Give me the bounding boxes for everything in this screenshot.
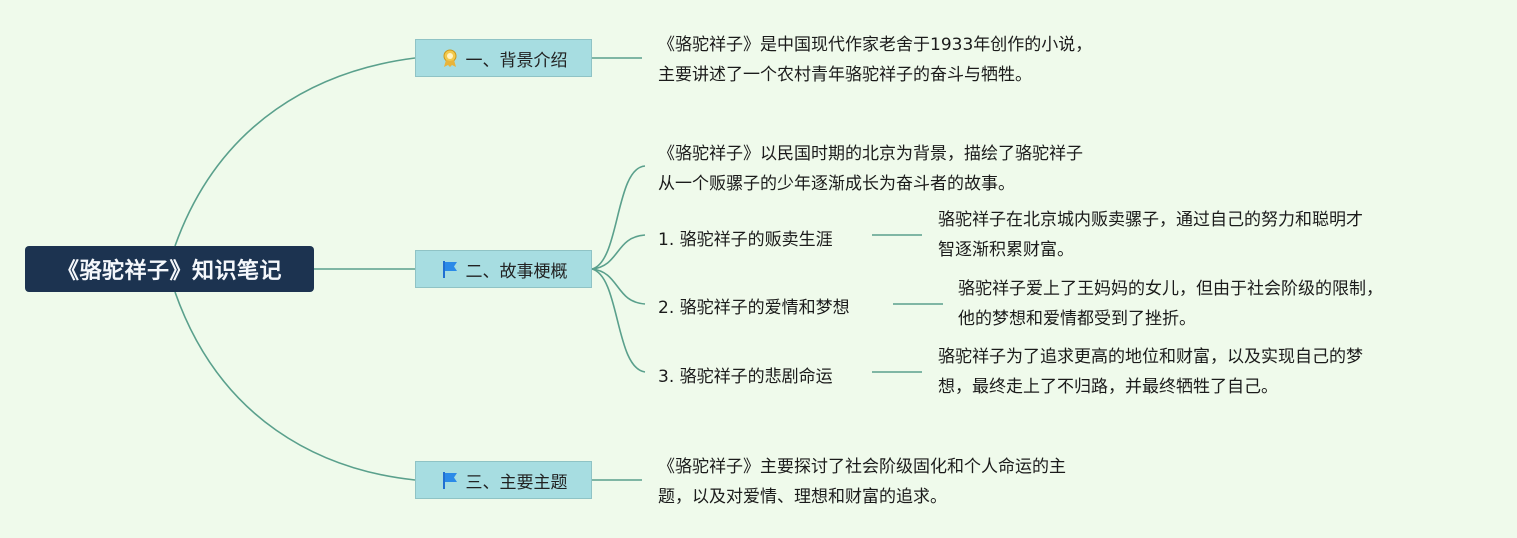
branch-label: 二、故事梗概 xyxy=(465,261,568,282)
subtopic-note: 骆驼祥子为了追求更高的地位和财富，以及实现自己的梦 想，最终走上了不归路，并最终… xyxy=(938,342,1363,402)
root-topic-label: 《骆驼祥子》知识笔记 xyxy=(56,259,282,284)
branch-main-themes[interactable]: 三、主要主题 xyxy=(415,461,592,499)
link-root-branch-1 xyxy=(174,57,416,247)
note-line: 《骆驼祥子》以民国时期的北京为背景，描绘了骆驼祥子 xyxy=(658,144,1083,164)
branch-label: 一、背景介绍 xyxy=(465,50,568,71)
note-line: 想，最终走上了不归路，并最终牺牲了自己。 xyxy=(938,377,1278,397)
link-root-branch-3 xyxy=(174,291,416,481)
note-line: 从一个贩骡子的少年逐渐成长为奋斗者的故事。 xyxy=(658,174,1015,194)
note-line: 《骆驼祥子》主要探讨了社会阶级固化和个人命运的主 xyxy=(658,457,1066,477)
subtopic-label: 2. 骆驼祥子的爱情和梦想 xyxy=(658,298,850,318)
subtopic-label: 3. 骆驼祥子的悲剧命运 xyxy=(658,367,833,387)
note-line: 他的梦想和爱情都受到了挫折。 xyxy=(958,309,1196,329)
subtopic[interactable]: 1. 骆驼祥子的贩卖生涯 xyxy=(658,225,833,250)
flag-icon xyxy=(440,259,460,279)
note-line: 《骆驼祥子》是中国现代作家老舍于1933年创作的小说， xyxy=(658,35,1093,55)
subtopic-note: 骆驼祥子在北京城内贩卖骡子，通过自己的努力和聪明才 智逐渐积累财富。 xyxy=(938,205,1363,265)
note-line: 骆驼祥子在北京城内贩卖骡子，通过自己的努力和聪明才 xyxy=(938,210,1363,230)
subtopic-note: 骆驼祥子爱上了王妈妈的女儿，但由于社会阶级的限制， 他的梦想和爱情都受到了挫折。 xyxy=(958,274,1383,334)
link-branch-2-sub-1 xyxy=(591,234,646,270)
note-line: 骆驼祥子爱上了王妈妈的女儿，但由于社会阶级的限制， xyxy=(958,279,1383,299)
branch-note: 《骆驼祥子》以民国时期的北京为背景，描绘了骆驼祥子 从一个贩骡子的少年逐渐成长为… xyxy=(658,139,1083,199)
branch-story-summary[interactable]: 二、故事梗概 xyxy=(415,250,592,288)
subtopic[interactable]: 3. 骆驼祥子的悲剧命运 xyxy=(658,362,833,387)
root-topic[interactable]: 《骆驼祥子》知识笔记 xyxy=(25,246,314,292)
subtopic-label: 1. 骆驼祥子的贩卖生涯 xyxy=(658,230,833,250)
subtopic[interactable]: 2. 骆驼祥子的爱情和梦想 xyxy=(658,293,850,318)
note-line: 骆驼祥子为了追求更高的地位和财富，以及实现自己的梦 xyxy=(938,347,1363,367)
branch-note: 《骆驼祥子》是中国现代作家老舍于1933年创作的小说， 主要讲述了一个农村青年骆… xyxy=(658,30,1092,90)
branch-background[interactable]: 一、背景介绍 xyxy=(415,39,592,77)
award-ribbon-icon xyxy=(440,48,460,68)
note-line: 题，以及对爱情、理想和财富的追求。 xyxy=(658,487,947,507)
branch-note: 《骆驼祥子》主要探讨了社会阶级固化和个人命运的主 题，以及对爱情、理想和财富的追… xyxy=(658,452,1066,512)
note-line: 主要讲述了一个农村青年骆驼祥子的奋斗与牺牲。 xyxy=(658,65,1032,85)
flag-icon xyxy=(440,470,460,490)
branch-label: 三、主要主题 xyxy=(465,472,568,493)
link-branch-2-note xyxy=(591,165,646,270)
note-line: 智逐渐积累财富。 xyxy=(938,240,1074,260)
link-branch-2-sub-2 xyxy=(591,268,646,305)
link-branch-2-sub-3 xyxy=(591,268,646,373)
